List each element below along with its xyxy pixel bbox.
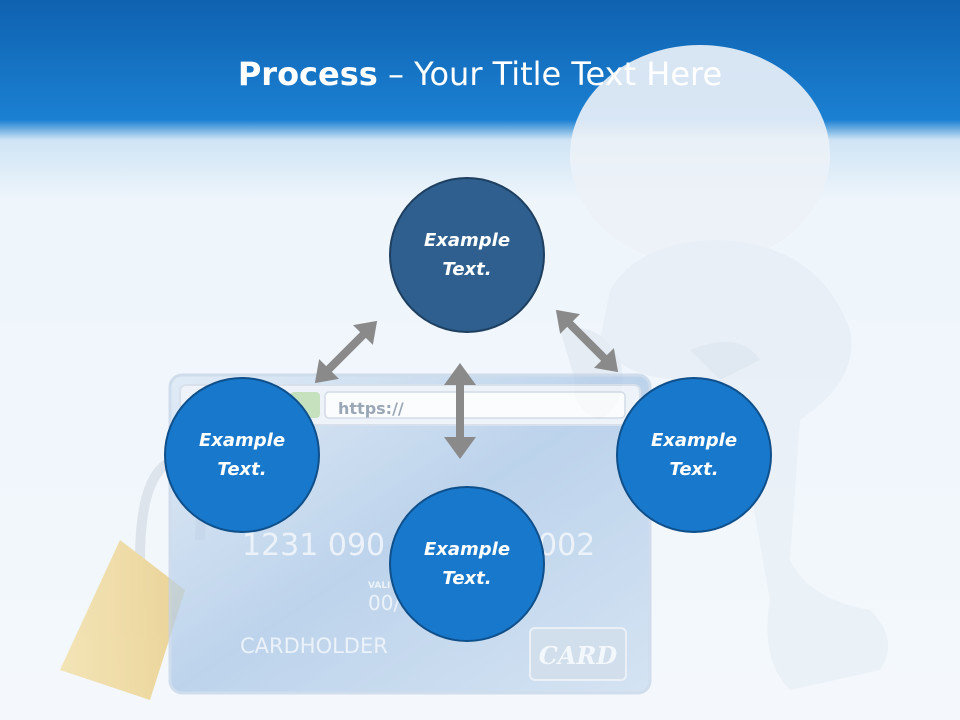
cardholder-text: CARDHOLDER: [240, 634, 388, 658]
url-text: https://: [338, 399, 404, 418]
slide-title: Process – Your Title Text Here: [0, 52, 960, 96]
process-node-right: Example Text.: [616, 377, 772, 533]
3d-figure-icon: [560, 45, 888, 690]
node-text-line2: Text.: [442, 259, 492, 280]
double-arrow-icon: [555, 309, 619, 373]
card-badge: CARD: [539, 641, 618, 670]
card-number-right: 002: [538, 528, 595, 563]
node-text-line2: Text.: [442, 568, 492, 589]
title-bold: Process: [237, 55, 378, 93]
process-node-top: Example Text.: [389, 177, 545, 333]
node-text-line2: Text.: [217, 459, 267, 480]
title-rest: – Your Title Text Here: [377, 55, 723, 93]
valid-label: VALI: [368, 581, 390, 591]
process-node-left: Example Text.: [164, 377, 320, 533]
node-text-line1: Example: [423, 539, 511, 560]
double-arrow-icon: [444, 363, 476, 459]
card-number-left: 1231 090: [242, 528, 385, 563]
node-text-line1: Example: [650, 430, 738, 451]
node-text-line1: Example: [423, 230, 511, 251]
node-text-line1: Example: [198, 430, 286, 451]
double-arrow-icon: [314, 320, 378, 384]
process-node-bottom: Example Text.: [389, 486, 545, 642]
node-text-line2: Text.: [669, 459, 719, 480]
